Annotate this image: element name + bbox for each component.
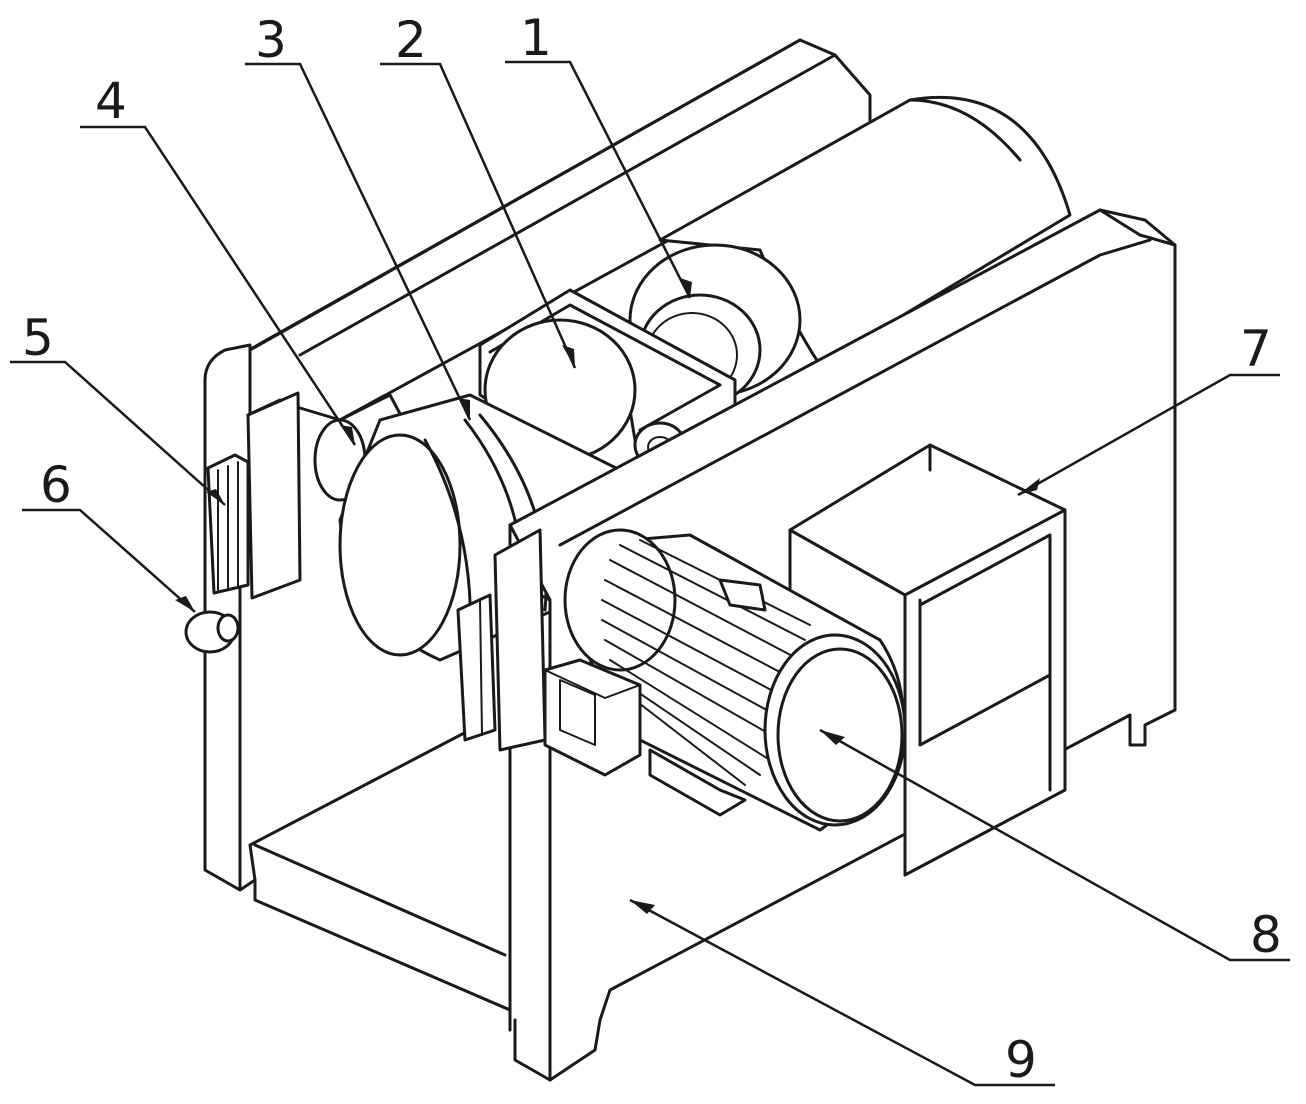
callout-1: 1 xyxy=(505,9,692,299)
callout-label-8: 8 xyxy=(1250,906,1282,964)
callout-6: 6 xyxy=(22,456,196,613)
callout-label-7: 7 xyxy=(1240,320,1272,378)
fan-cover-icon xyxy=(763,633,907,827)
adjustment-knob xyxy=(184,610,240,654)
callout-4: 4 xyxy=(80,72,357,446)
callout-label-9: 9 xyxy=(1005,1031,1037,1089)
callout-5: 5 xyxy=(10,309,226,506)
brake-bracket xyxy=(206,453,250,595)
callout-3: 3 xyxy=(245,11,472,421)
callout-label-3: 3 xyxy=(255,11,287,69)
callout-label-6: 6 xyxy=(40,456,72,514)
callout-8: 8 xyxy=(819,728,1290,964)
callout-label-4: 4 xyxy=(95,72,127,130)
callout-label-2: 2 xyxy=(395,11,427,69)
nameplate-icon xyxy=(543,658,642,777)
left-bearing-block xyxy=(246,391,302,600)
callout-7: 7 xyxy=(1017,320,1280,497)
callout-label-5: 5 xyxy=(22,309,54,367)
callout-9: 9 xyxy=(629,898,1055,1089)
callout-label-1: 1 xyxy=(520,9,552,67)
callout-2: 2 xyxy=(380,11,577,369)
electric-motor xyxy=(563,528,907,832)
